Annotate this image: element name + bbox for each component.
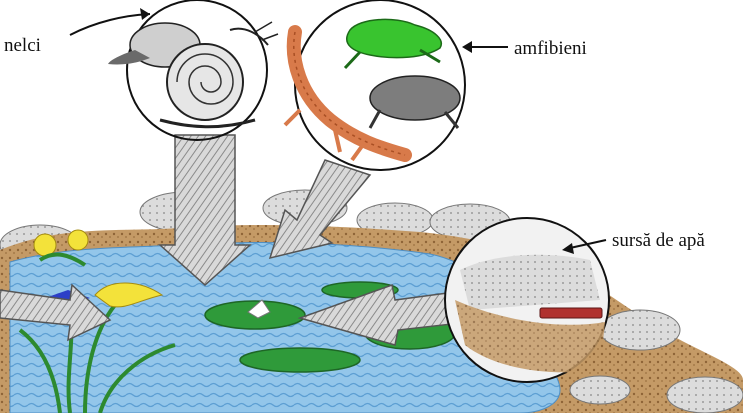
label-water-source: sursă de apă	[612, 231, 705, 250]
water-source-illustration	[445, 218, 609, 382]
pointer-amphibians	[462, 41, 508, 53]
amphibians-illustration	[285, 0, 465, 170]
label-amphibians: amfibieni	[514, 39, 587, 58]
snails-illustration	[108, 0, 278, 140]
label-snails: nelci	[4, 36, 41, 55]
